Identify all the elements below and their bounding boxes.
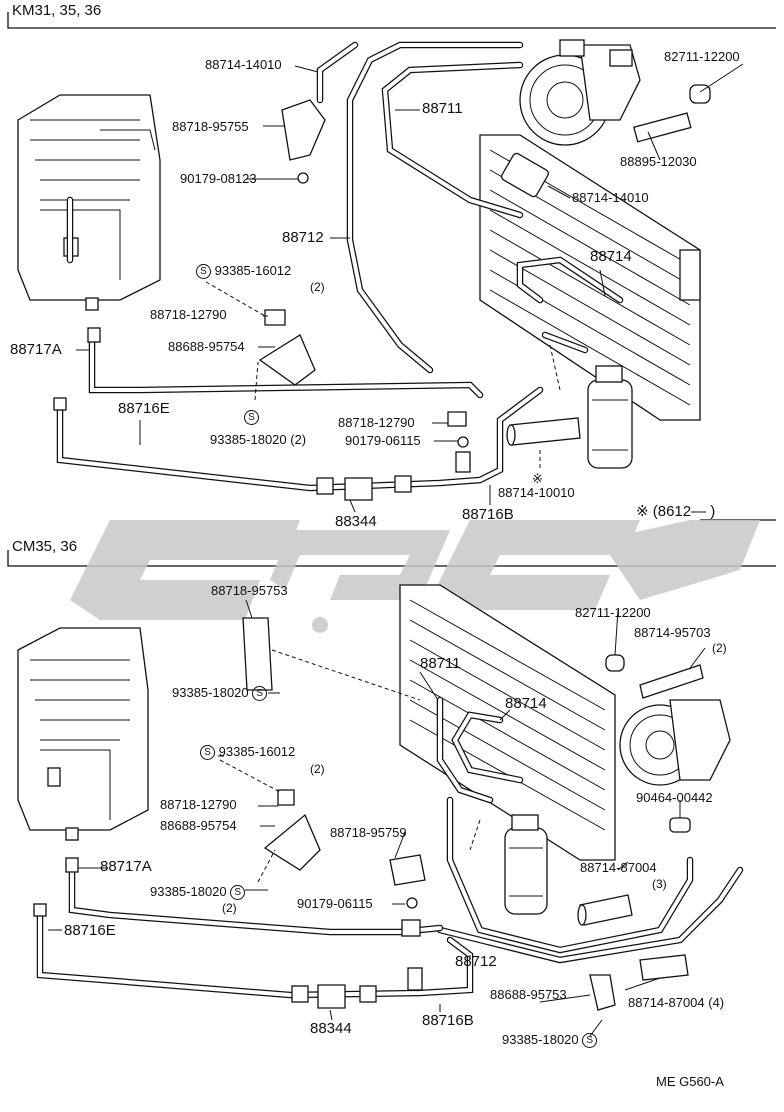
- bottom-compressor: [619, 699, 731, 786]
- bottom-receiver: [504, 814, 633, 926]
- label-88712-top: 88712: [282, 229, 324, 246]
- label-88717A-top: 88717A: [10, 341, 62, 358]
- s-symbol: S: [582, 1033, 598, 1049]
- label-88714-14010-hose: 88714-14010: [205, 57, 282, 72]
- label-88688-95754-top: 88688-95754: [168, 339, 245, 354]
- label-88714-14010-cap: 88714-14010: [572, 190, 649, 205]
- label-93385-16012-bottom-text: 93385-16012: [218, 744, 296, 759]
- s-symbol: S: [244, 410, 259, 426]
- label-88688-95753: 88688-95753: [490, 987, 567, 1002]
- label-88718-95755: 88718-95755: [172, 119, 249, 134]
- label-88718-95759: 88718-95759: [330, 825, 407, 840]
- top-evaporator: [17, 94, 161, 311]
- bottom-brackets: [242, 617, 691, 1011]
- label-88714-87004-a-qty: (3): [652, 877, 667, 891]
- label-93385-16012-text: 93385-16012: [214, 263, 292, 278]
- label-93385-18020-b: 93385-18020 S: [150, 884, 246, 901]
- label-88711-top: 88711: [422, 100, 463, 117]
- label-90179-08123: 90179-08123: [180, 171, 257, 186]
- s-symbol: S: [230, 885, 246, 901]
- section-title-bottom: CM35, 36: [12, 538, 78, 555]
- label-88895-12030: 88895-12030: [620, 154, 697, 169]
- label-88716E-top: 88716E: [118, 400, 170, 417]
- top-receiver: [506, 365, 633, 469]
- label-88711-bottom: 88711: [420, 655, 461, 672]
- label-88712-bottom: 88712: [455, 953, 497, 970]
- label-93385-18020-c: 93385-18020 S: [502, 1032, 598, 1049]
- label-88344-top: 88344: [335, 513, 377, 530]
- label-88717A-bottom: 88717A: [100, 858, 152, 875]
- label-88716E-bottom: 88716E: [64, 922, 116, 939]
- top-compressor: [519, 39, 641, 146]
- label-88688-95754-bottom: 88688-95754: [160, 818, 237, 833]
- label-93385-18020-top: 93385-18020 (2): [210, 432, 307, 447]
- label-88716B-bottom: 88716B: [422, 1012, 474, 1029]
- label-88714-95703: 88714-95703: [634, 625, 711, 640]
- label-93385-16012-top: S 93385-16012: [196, 263, 292, 280]
- bottom-condenser: [399, 584, 616, 861]
- label-88714-87004-a: 88714-87004: [580, 860, 657, 875]
- footer-code: ME G560-A: [656, 1074, 724, 1089]
- section-title-top: KM31, 35, 36: [12, 2, 102, 19]
- label-88716B-top: 88716B: [462, 506, 514, 523]
- label-93385-18020-a-text: 93385-18020: [172, 685, 249, 700]
- label-90179-06115-top: 90179-06115: [345, 433, 421, 448]
- label-88718-95753: 88718-95753: [211, 583, 288, 598]
- label-88714-95703-qty: (2): [712, 641, 727, 655]
- label-82711-12200-bottom: 82711-12200: [575, 605, 651, 620]
- label-88344-bottom: 88344: [310, 1020, 352, 1037]
- label-88714-bottom: 88714: [505, 695, 547, 712]
- label-90179-06115-bottom: 90179-06115: [297, 896, 373, 911]
- label-88718-12790-top-b: 88718-12790: [338, 415, 415, 430]
- s-symbol: S: [196, 264, 211, 280]
- label-93385-18020-b-text: 93385-18020: [150, 884, 227, 899]
- s-symbol: S: [252, 686, 268, 702]
- bottom-hoses: [436, 654, 744, 981]
- watermark-logo: [70, 520, 760, 633]
- top-leaders: [76, 63, 744, 513]
- s-symbol: S: [200, 745, 215, 761]
- label-82711-12200-top: 82711-12200: [664, 49, 740, 64]
- label-88714-10010-mark: ※: [532, 471, 543, 486]
- label-88714-87004-b: 88714-87004 (4): [628, 995, 725, 1010]
- label-88714-10010: 88714-10010: [498, 485, 575, 500]
- label-93385-18020-b-qty: (2): [222, 901, 237, 915]
- label-88718-12790-top: 88718-12790: [150, 307, 227, 322]
- label-93385-16012-qty-top: (2): [310, 280, 325, 294]
- s-symbol-top-18020: S: [244, 410, 259, 426]
- label-88718-12790-bottom: 88718-12790: [160, 797, 237, 812]
- label-88714-top: 88714: [590, 248, 632, 265]
- label-93385-18020-a: 93385-18020 S: [172, 685, 268, 702]
- label-90464-00442: 90464-00442: [636, 790, 713, 805]
- top-brackets: [258, 99, 469, 448]
- top-liquid-line: [53, 327, 544, 501]
- label-93385-16012-bottom: S 93385-16012: [200, 744, 296, 761]
- label-93385-16012-qty-bottom: (2): [310, 762, 325, 776]
- serial-note: ※ (8612— ): [636, 503, 716, 520]
- top-hoses: [316, 41, 711, 374]
- bottom-evaporator: [17, 627, 149, 841]
- label-93385-18020-c-text: 93385-18020: [502, 1032, 579, 1047]
